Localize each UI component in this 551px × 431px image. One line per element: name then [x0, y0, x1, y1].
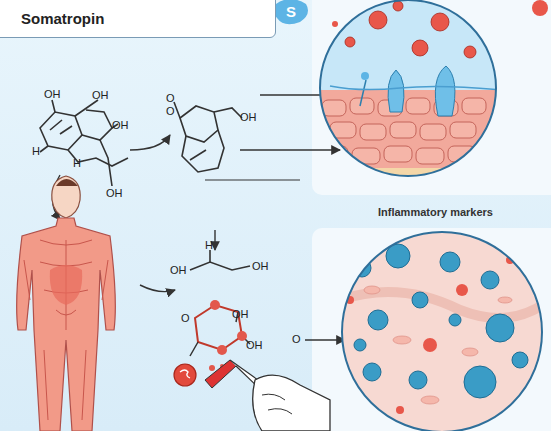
atom-label: H [32, 146, 40, 157]
atom-label: H [205, 240, 213, 251]
cell-membrane-view [310, 0, 510, 180]
atom-label: OH [112, 120, 129, 131]
atom-label: O [292, 334, 301, 345]
human-figure [17, 176, 116, 431]
atom-label: OH [240, 112, 257, 123]
atom-label: OH [232, 309, 249, 320]
atom-label: O [166, 93, 175, 104]
atom-label: OH [44, 89, 61, 100]
molecule [40, 100, 128, 186]
atom-label: H [73, 158, 81, 169]
panel-label: Inflammatory markers [378, 207, 493, 218]
sugar-ring [174, 300, 250, 386]
logo-blob [273, 0, 308, 24]
panel [312, 228, 551, 431]
atom-label: O [166, 106, 175, 117]
box-title: Somatropin [21, 11, 104, 26]
atom-label: OH [92, 90, 109, 101]
atom-label: OH [106, 188, 123, 199]
title-box: Somatropin [0, 0, 276, 38]
logo-letter: S [286, 4, 296, 19]
hand-pen [205, 360, 330, 431]
atom-label: OH [170, 265, 187, 276]
atom-label: O [181, 313, 190, 324]
atom-label: OH [246, 340, 263, 351]
molecule [174, 102, 242, 172]
inflammation-view [340, 230, 550, 431]
atom-label: OH [252, 261, 269, 272]
